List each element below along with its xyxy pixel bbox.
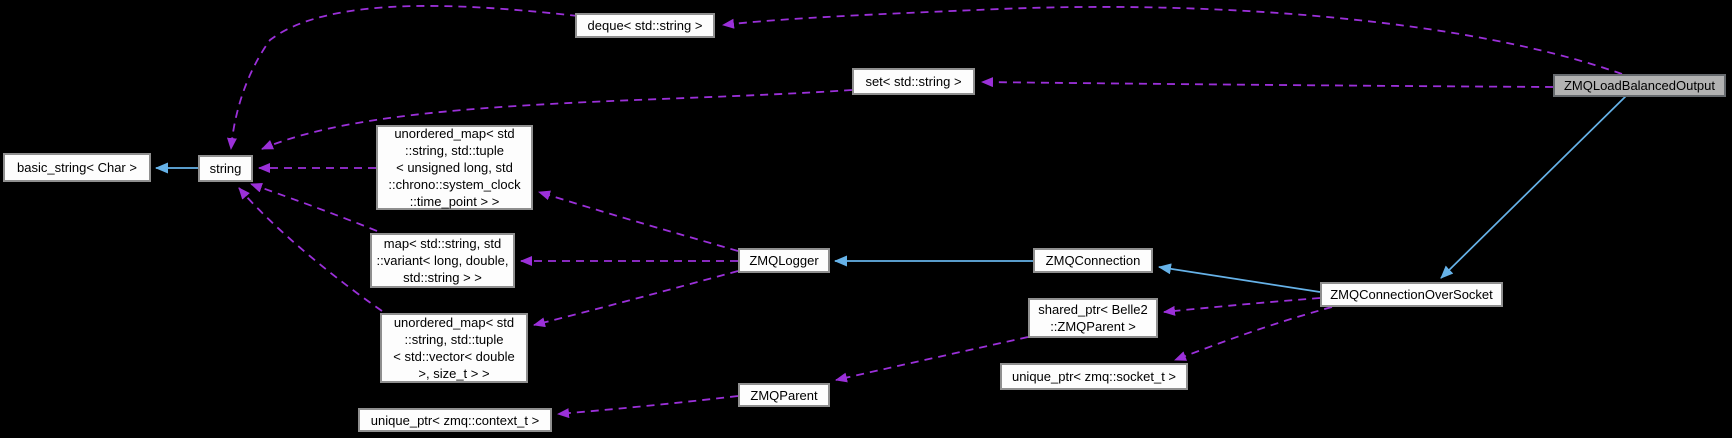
edge-zmqloadbalancedoutput-to-zmqconnectionoversocket <box>1440 95 1627 279</box>
node-unique-ptr-context[interactable]: unique_ptr< zmq::context_t > <box>358 408 552 432</box>
node-set[interactable]: set< std::string > <box>852 68 975 95</box>
node-zmqlogger[interactable]: ZMQLogger <box>738 248 830 273</box>
edge-set-to-string <box>261 89 853 150</box>
edge-zmqloadbalancedoutput-to-set <box>981 77 1554 88</box>
node-basic-string[interactable]: basic_string< Char > <box>3 153 151 182</box>
edge-deque-to-string <box>226 5 579 150</box>
node-deque[interactable]: deque< std::string > <box>575 13 715 38</box>
node-shared-ptr-zmqparent[interactable]: shared_ptr< Belle2 ::ZMQParent > <box>1028 298 1158 338</box>
edge-zmqlogger-to-unordered-map-time-point <box>538 190 739 252</box>
node-unordered-map-vector[interactable]: unordered_map< std ::string, std::tuple … <box>380 313 528 383</box>
node-string[interactable]: string <box>198 155 253 182</box>
edge-zmqloadbalancedoutput-to-deque <box>722 6 1623 75</box>
edge-unordered-map-vector-to-string <box>238 187 383 312</box>
edge-map-variant-to-string <box>250 182 378 232</box>
edge-zmqconnectionoversocket-to-unique-ptr-socket <box>1174 306 1333 361</box>
edge-zmqlogger-to-unordered-map-vector <box>533 270 739 328</box>
node-unique-ptr-socket[interactable]: unique_ptr< zmq::socket_t > <box>1000 363 1188 390</box>
node-zmqparent[interactable]: ZMQParent <box>738 383 830 407</box>
node-unordered-map-time-point[interactable]: unordered_map< std ::string, std::tuple … <box>376 125 533 210</box>
edge-zmqconnectionoversocket-to-shared-ptr-zmqparent <box>1163 297 1321 316</box>
edge-zmqparent-to-unique-ptr-context <box>557 395 739 419</box>
edge-zmqconnectionoversocket-to-zmqconnection <box>1158 263 1321 293</box>
node-zmqconnectionoversocket[interactable]: ZMQConnectionOverSocket <box>1320 282 1503 307</box>
node-map-variant[interactable]: map< std::string, std ::variant< long, d… <box>370 233 515 288</box>
edge-shared-ptr-zmqparent-to-zmqparent <box>835 336 1029 383</box>
node-zmqloadbalancedoutput: ZMQLoadBalancedOutput <box>1553 74 1726 97</box>
node-zmqconnection[interactable]: ZMQConnection <box>1033 248 1153 273</box>
